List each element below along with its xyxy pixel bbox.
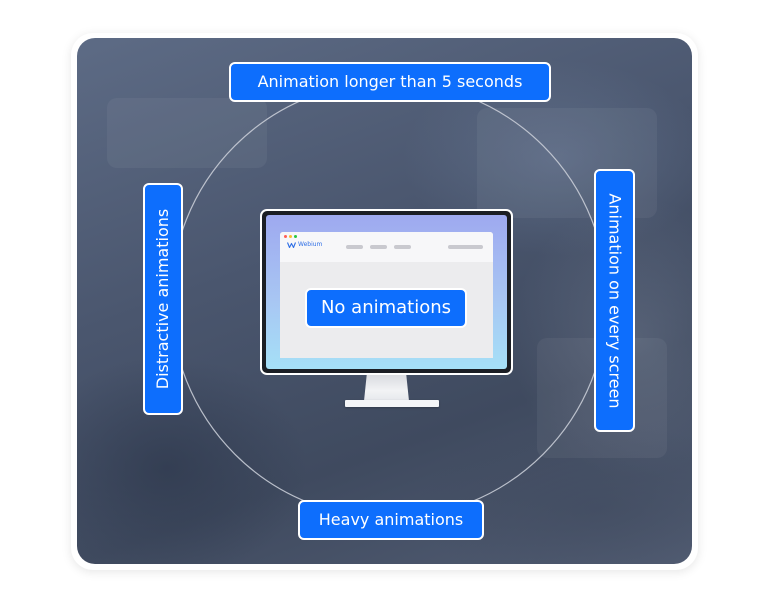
blurred-background: Animation longer than 5 seconds Distract… (77, 38, 692, 564)
window-dot-red (284, 235, 287, 238)
label-text: No animations (320, 297, 452, 318)
label-text: Heavy animations (318, 510, 464, 529)
browser-header: Webium (280, 232, 493, 262)
label-animation-longer-than-5-seconds: Animation longer than 5 seconds (229, 62, 551, 102)
label-no-animations: No animations (305, 288, 467, 328)
nav-placeholder (370, 245, 387, 249)
background-blur-shape (107, 98, 267, 168)
monitor-stand-base (345, 400, 439, 407)
label-distractive-animations: Distractive animations (143, 183, 183, 415)
label-animation-on-every-screen: Animation on every screen (594, 169, 635, 432)
nav-placeholder (394, 245, 411, 249)
nav-placeholder (346, 245, 363, 249)
label-text: Distractive animations (153, 208, 172, 390)
window-dot-green (294, 235, 297, 238)
logo-text: Webium (298, 241, 323, 248)
webium-logo: Webium (287, 241, 322, 248)
window-dot-yellow (289, 235, 292, 238)
webium-logo-icon (287, 241, 296, 248)
label-text: Animation on every screen (605, 192, 625, 409)
diagram-card: Animation longer than 5 seconds Distract… (71, 33, 698, 570)
nav-placeholder (448, 245, 483, 249)
label-heavy-animations: Heavy animations (298, 500, 484, 540)
label-text: Animation longer than 5 seconds (257, 72, 523, 91)
monitor-stand-neck (364, 375, 409, 401)
